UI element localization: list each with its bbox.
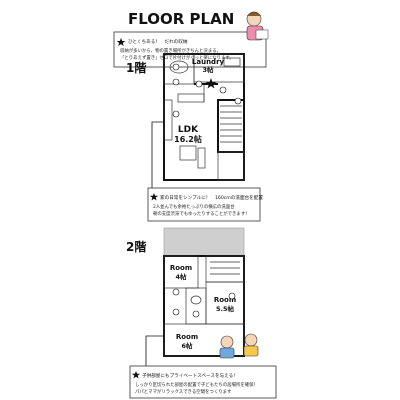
floor-1-label: 1階 — [126, 60, 146, 75]
note-box-1: ひとくちある！ だれの収納 収納が多いから、物の置き場所がきちんと決まる。 「と… — [113, 31, 267, 68]
room-ldk-size: 16.2帖 — [174, 134, 202, 144]
note-1-line-2: 「とりあえず置き」ゼロで片付けがぐっと楽になります。 — [120, 54, 234, 61]
floor-2-label: 2階 — [126, 239, 146, 254]
character-illustration — [219, 333, 259, 359]
floor-2-plan — [163, 227, 245, 357]
note-1-line-1: 収納が多いから、物の置き場所がきちんと決まる。 — [120, 47, 221, 54]
note-2-line-1: 2人並んでも余裕たっぷりの横広の洗面台 — [153, 203, 235, 210]
star-icon — [205, 78, 217, 89]
room-6-size: 6帖 — [181, 341, 193, 350]
room-laundry-size: 3帖 — [202, 65, 214, 74]
note-box-3: 子供部屋にもプライベートスペースを与える！ しっかり区切られた部屋の配置で子ども… — [129, 365, 277, 399]
page-title: FLOOR PLAN — [128, 10, 234, 28]
star-icon — [131, 371, 141, 379]
star-icon — [116, 38, 126, 46]
room-5-5-size: 5.5帖 — [216, 304, 235, 313]
note-3-heading: 子供部屋にもプライベートスペースを与える！ — [142, 372, 238, 379]
numbered-marker-icon — [172, 288, 236, 318]
note-2-heading: 家の日常をシンプルに！ 160cmの洗面台を配置 — [160, 194, 263, 201]
room-4-label: Room — [170, 264, 192, 272]
character-illustration — [246, 11, 269, 41]
floor-1-plan — [163, 53, 245, 181]
numbered-marker-icon — [172, 63, 242, 118]
room-laundry-label: Laundry — [192, 58, 225, 66]
note-3-line-1: しっかり区切られた部屋の配置で子どもたちの居場所を確保！ — [135, 381, 258, 388]
note-1-heading: ひとくちある！ だれの収納 — [128, 38, 188, 45]
star-icon — [149, 193, 159, 201]
room-6-label: Room — [176, 333, 198, 341]
note-2-line-2: 朝の支度渋滞でもゆったりすることができます！ — [153, 210, 250, 217]
room-4-size: 4帖 — [175, 272, 187, 281]
room-ldk-label: LDK — [178, 125, 199, 135]
note-box-2: 家の日常をシンプルに！ 160cmの洗面台を配置 2人並んでも余裕たっぷりの横広… — [147, 187, 263, 222]
note-3-line-2: パパとママがリラックスできる空間をつくります — [135, 388, 232, 395]
room-5-5-label: Room — [214, 296, 236, 304]
